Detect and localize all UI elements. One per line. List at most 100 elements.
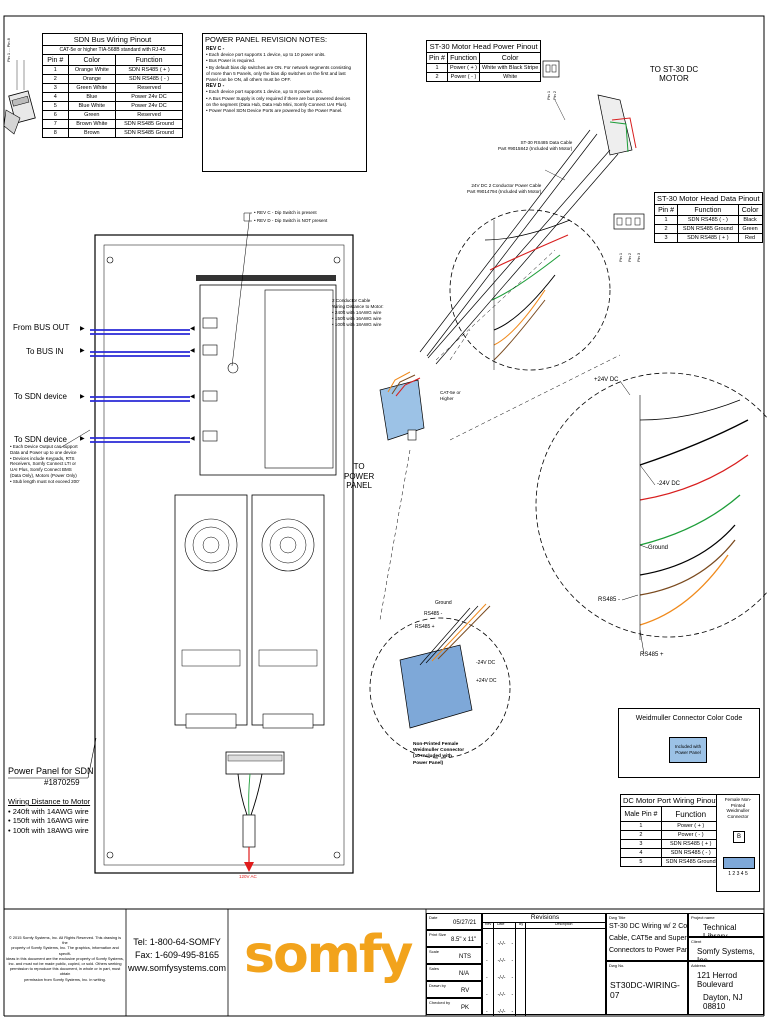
rj45-plug-icon: ◀ xyxy=(190,394,195,400)
power-panel-part-number: #1870259 xyxy=(44,778,80,787)
note-line: Higher xyxy=(440,396,454,401)
note-line: Inc. and must not be made public, copied… xyxy=(8,961,122,967)
table-cell: Reserved xyxy=(115,83,183,93)
cell-value: RV xyxy=(461,988,470,994)
cell-value: NTS xyxy=(459,954,471,960)
column-header: Color xyxy=(479,52,542,64)
cell-label: Print Size xyxy=(429,932,447,937)
drawing-title: ST-30 DC Wiring w/ 2 Cond. Cable, CAT5e … xyxy=(609,921,697,957)
detail-circle-lower xyxy=(369,603,511,759)
table-cell: 2 xyxy=(42,74,69,84)
rj45-plug-icon: ◀ xyxy=(190,326,195,332)
table-cell: Blue xyxy=(67,92,117,102)
rev-c-label: REV C - xyxy=(206,46,225,52)
cell-label: Checked by xyxy=(429,1000,451,1005)
revision-notes-box: POWER PANEL REVISION NOTES: REV C - • Ea… xyxy=(202,33,367,172)
table-title: SDN Bus Wiring Pinout xyxy=(42,33,183,46)
connector-pin-block-icon xyxy=(723,857,755,869)
table-row: --/-/-- xyxy=(486,970,513,987)
address-line: Dayton, NJ 08810 xyxy=(703,993,743,1011)
table-cell: - xyxy=(486,941,488,947)
column-header: Pin # xyxy=(653,204,679,216)
column-header: Color xyxy=(737,204,763,216)
table-cell: 2 xyxy=(426,72,448,82)
cell-label: Client xyxy=(691,939,702,944)
drawing-number: ST30DC-WIRING-07 xyxy=(610,980,680,1000)
table-cell: Power ( + ) xyxy=(446,63,481,73)
table-subtitle: CAT-5e or higher TIA-568B standard with … xyxy=(42,45,183,55)
cell-label: Dwg Title xyxy=(609,915,626,920)
note-line: Receivers, Somfy Connect LTI or xyxy=(10,461,76,467)
pin-label: Pin 3 xyxy=(636,252,641,262)
pin-label: Pin 2 xyxy=(552,90,557,100)
contact-block: Tel: 1-800-64-SOMFY Fax: 1-609-495-8165 … xyxy=(128,936,226,975)
pin-label: Pin 1 xyxy=(546,90,551,100)
power-panel-label: Power Panel for SDN xyxy=(8,766,94,776)
minus24v-label: -24V DC xyxy=(657,481,681,487)
wiring-distance-title: Wiring Distance to Motor xyxy=(8,797,91,806)
column-header: Male Pin # xyxy=(620,806,662,822)
cell-value: 05/27/21 xyxy=(453,920,477,926)
table-cell: - xyxy=(486,958,488,964)
note-line: (Data Only), Motors (Power Only) xyxy=(10,472,77,478)
table-row: --/-/-- xyxy=(486,987,513,1004)
note-line: Data and Power up to one device xyxy=(10,449,77,455)
table-cell: Power 24v DC xyxy=(115,92,183,102)
table-cell: SDN RS485 Ground xyxy=(115,128,183,138)
website-link[interactable]: www.somfysystems.com xyxy=(128,963,227,973)
connector-pin-numbers: 1 2 3 4 5 xyxy=(728,871,748,877)
data-cable-name: ST-30 RS485 Data Cable xyxy=(520,140,573,145)
table-cell: - xyxy=(486,975,488,981)
table-cell: SDN RS485 Ground xyxy=(677,224,739,234)
note-line: • Each device port supports 1 device, up… xyxy=(206,89,324,95)
table-cell: -/-/- xyxy=(497,992,506,998)
power-cable-label: 24V DC 2 Conductor Power Cable Part #901… xyxy=(467,183,541,195)
note-line: • Devices include Keypads, RTS xyxy=(10,455,75,461)
revisions-table: Revisions Rev Date By Description --/-/-… xyxy=(482,913,607,1016)
rev-c-dip-note: • REV C - Dip Switch is present xyxy=(254,210,317,215)
table-title: ST-30 Motor Head Power Pinout xyxy=(425,40,542,53)
two-conductor-cable-note: 2 Conductor Cable Wiring Distance to Mot… xyxy=(332,298,384,328)
table-cell: SDN RS485 ( - ) xyxy=(660,848,721,858)
table-cell: 5 xyxy=(42,101,69,111)
small-ground-label: Ground xyxy=(435,600,452,606)
table-cell: 6 xyxy=(42,110,69,120)
fax-number: Fax: 1-609-495-8165 xyxy=(134,950,220,960)
dc-motor-port-pinout-table: DC Motor Port Wiring Pinout Male Pin # F… xyxy=(620,794,721,867)
drawing-number-cell: Dwg No. ST30DC-WIRING-07 xyxy=(606,961,688,1015)
table-cell: SDN RS485 Ground xyxy=(660,857,721,867)
to-bus-in-label: To BUS IN xyxy=(26,347,64,356)
rj45-plug-icon: ◀ xyxy=(190,436,195,442)
table-cell: SDN RS485 ( + ) xyxy=(115,65,183,75)
weidmuller-color-legend: Weidmuller Connector Color Code Included… xyxy=(618,708,760,778)
address-cell: Address 121 Herrod Boulevard Dayton, NJ … xyxy=(688,961,764,1015)
table-cell: Black xyxy=(737,215,763,225)
somfy-logo: somfy xyxy=(244,925,413,985)
table-cell: 2 xyxy=(653,224,679,234)
table-cell: Power ( - ) xyxy=(660,830,721,840)
table-cell: Orange xyxy=(67,74,117,84)
data-cable-part: Part #9015842 (Included with Motor) xyxy=(498,146,573,151)
table-cell: - xyxy=(486,1009,488,1015)
cell-value: PK xyxy=(461,1005,470,1011)
pin-label: Pin 1 xyxy=(618,252,623,262)
power-cable-name: 24V DC 2 Conductor Power Cable xyxy=(471,183,542,188)
note-line: • 100ft with 18AWG wire xyxy=(332,322,382,327)
rev-d-dip-note: • REV D - Dip Switch is NOT present xyxy=(254,218,328,223)
table-cell: Brown White xyxy=(67,119,117,129)
cell-value: N/A xyxy=(459,971,470,977)
table-cell: 2 xyxy=(620,830,662,840)
